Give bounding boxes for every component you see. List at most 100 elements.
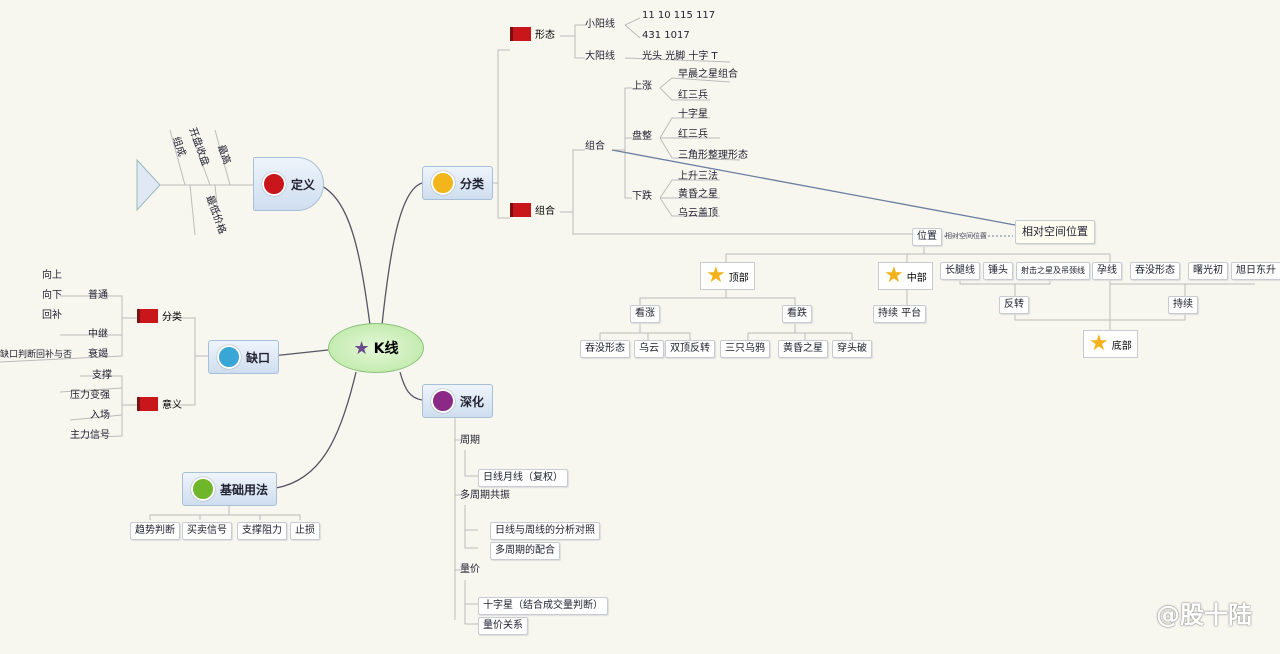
subtopic[interactable]: 下跌 bbox=[632, 191, 652, 202]
subtopic-form[interactable]: 形态 bbox=[510, 26, 555, 41]
leaf[interactable]: 多周期的配合 bbox=[490, 542, 560, 560]
relationship-label: 相对空间位置 bbox=[945, 232, 987, 240]
leaf[interactable]: 黄昏之星 bbox=[678, 189, 718, 200]
priority-1-icon bbox=[262, 172, 286, 196]
leaf[interactable]: 日线月线（复权） bbox=[478, 469, 568, 487]
subtopic[interactable]: 多周期共振 bbox=[460, 490, 510, 501]
label: 组合 bbox=[535, 206, 555, 217]
watermark: @股十陆 bbox=[1156, 601, 1252, 629]
leaf[interactable]: 吞没形态 bbox=[1130, 262, 1180, 280]
subtopic[interactable]: 止损 bbox=[290, 522, 320, 540]
star-icon: ★ bbox=[884, 263, 904, 288]
leaf[interactable]: 乌云 bbox=[634, 340, 664, 358]
subtopic[interactable]: 大阳线 bbox=[585, 51, 615, 62]
leaf[interactable]: 吞没形态 bbox=[580, 340, 630, 358]
leaf[interactable]: 乌云盖顶 bbox=[678, 208, 718, 219]
label: 形态 bbox=[535, 30, 555, 41]
priority-6-icon bbox=[431, 389, 455, 413]
subtopic[interactable]: 上涨 bbox=[632, 81, 652, 92]
leaf[interactable]: 双顶反转 bbox=[665, 340, 715, 358]
topic-label: 基础用法 bbox=[220, 482, 269, 497]
leaf[interactable]: 十字星 bbox=[678, 109, 708, 120]
subtopic[interactable]: 买卖信号 bbox=[182, 522, 232, 540]
leaf[interactable]: 入场 bbox=[90, 410, 110, 421]
label: 意义 bbox=[162, 400, 182, 411]
topic-label: 定义 bbox=[291, 177, 316, 192]
subtopic[interactable]: 趋势判断 bbox=[130, 522, 180, 540]
subtopic[interactable]: 中继 bbox=[88, 329, 108, 340]
leaf[interactable]: 长腿线 bbox=[940, 262, 980, 280]
leaf[interactable]: 持续 平台 bbox=[873, 305, 927, 323]
subtopic[interactable]: 盘整 bbox=[632, 131, 652, 142]
leaf[interactable]: 锤头 bbox=[983, 262, 1013, 280]
subtopic[interactable]: 衰竭 bbox=[88, 349, 108, 360]
leaf[interactable]: 量价关系 bbox=[478, 617, 528, 635]
leaf[interactable]: 日线与周线的分析对照 bbox=[490, 522, 600, 540]
leaf[interactable]: 缺口判断回补与否 bbox=[0, 350, 73, 360]
leaf[interactable]: 11 10 115 117 bbox=[642, 10, 716, 21]
subtopic-gap-meaning[interactable]: 意义 bbox=[137, 396, 182, 411]
leaf[interactable]: 孕线 bbox=[1092, 262, 1122, 280]
subtopic[interactable]: 持续 bbox=[1168, 296, 1198, 314]
subtopic[interactable]: 周期 bbox=[460, 435, 480, 446]
leaf[interactable]: 三角形整理形态 bbox=[678, 150, 748, 161]
red-flag-icon bbox=[510, 202, 531, 217]
star-icon: ★ bbox=[1089, 331, 1109, 356]
subtopic[interactable]: 小阳线 bbox=[585, 19, 615, 30]
leaf[interactable]: 三只乌鸦 bbox=[720, 340, 770, 358]
red-flag-icon bbox=[510, 26, 531, 41]
topic-definition[interactable]: 定义 bbox=[253, 157, 325, 211]
subtopic[interactable]: 量价 bbox=[460, 564, 480, 575]
subtopic-gap-types[interactable]: 分类 bbox=[137, 308, 182, 323]
label: 顶部 bbox=[728, 272, 749, 284]
leaf[interactable]: 早晨之星组合 bbox=[678, 69, 738, 80]
central-topic-label: K线 bbox=[373, 341, 399, 357]
topic-top[interactable]: ★顶部 bbox=[700, 262, 755, 290]
leaf[interactable]: 射击之星及吊颈线 bbox=[1016, 262, 1090, 280]
leaf[interactable]: 431 1017 bbox=[642, 30, 690, 41]
label: 分类 bbox=[162, 312, 182, 323]
priority-3-icon bbox=[217, 345, 241, 369]
leaf[interactable]: 压力变强 bbox=[70, 390, 110, 401]
leaf[interactable]: 红三兵 bbox=[678, 90, 708, 101]
leaf[interactable]: 支撑 bbox=[92, 370, 112, 381]
priority-2-icon bbox=[431, 171, 455, 195]
label: 底部 bbox=[1111, 340, 1132, 352]
leaf[interactable]: 红三兵 bbox=[678, 129, 708, 140]
leaf[interactable]: 回补 bbox=[42, 310, 62, 321]
leaf[interactable]: 十字星（结合成交量判断） bbox=[478, 597, 608, 615]
subtopic[interactable]: 看涨 bbox=[630, 305, 660, 323]
star-icon: ★ bbox=[353, 337, 370, 359]
topic-gap[interactable]: 缺口 bbox=[208, 340, 280, 374]
subtopic-position[interactable]: 位置 bbox=[912, 228, 942, 246]
leaf[interactable]: 黄昏之星 bbox=[778, 340, 828, 358]
leaf[interactable]: 光头 光脚 十字 T bbox=[642, 51, 718, 62]
central-topic-k-line[interactable]: ★ K线 bbox=[328, 323, 424, 373]
topic-label: 分类 bbox=[460, 176, 485, 191]
topic-label: 缺口 bbox=[246, 350, 271, 365]
subtopic[interactable]: 普通 bbox=[88, 290, 108, 301]
topic-bottom[interactable]: ★底部 bbox=[1083, 330, 1138, 358]
priority-4-icon bbox=[191, 477, 215, 501]
topic-deepening[interactable]: 深化 bbox=[422, 384, 494, 418]
leaf[interactable]: 旭日东升 bbox=[1231, 262, 1280, 280]
leaf[interactable]: 上升三法 bbox=[678, 171, 718, 182]
topic-middle[interactable]: ★中部 bbox=[878, 262, 933, 290]
callout-relative-position[interactable]: 相对空间位置 bbox=[1015, 220, 1095, 244]
subtopic[interactable]: 反转 bbox=[999, 296, 1029, 314]
label: 中部 bbox=[906, 272, 927, 284]
subtopic[interactable]: 支撑阻力 bbox=[237, 522, 287, 540]
subtopic[interactable]: 组合 bbox=[585, 141, 605, 152]
leaf[interactable]: 主力信号 bbox=[70, 430, 110, 441]
topic-classification[interactable]: 分类 bbox=[422, 166, 494, 200]
red-flag-icon bbox=[137, 396, 158, 411]
subtopic[interactable]: 看跌 bbox=[782, 305, 812, 323]
subtopic-combo[interactable]: 组合 bbox=[510, 202, 555, 217]
topic-basic-usage[interactable]: 基础用法 bbox=[182, 472, 278, 506]
leaf[interactable]: 向上 bbox=[42, 270, 62, 281]
red-flag-icon bbox=[137, 308, 158, 323]
leaf[interactable]: 曙光初 bbox=[1188, 262, 1228, 280]
leaf[interactable]: 穿头破 bbox=[832, 340, 872, 358]
leaf[interactable]: 向下 bbox=[42, 290, 62, 301]
